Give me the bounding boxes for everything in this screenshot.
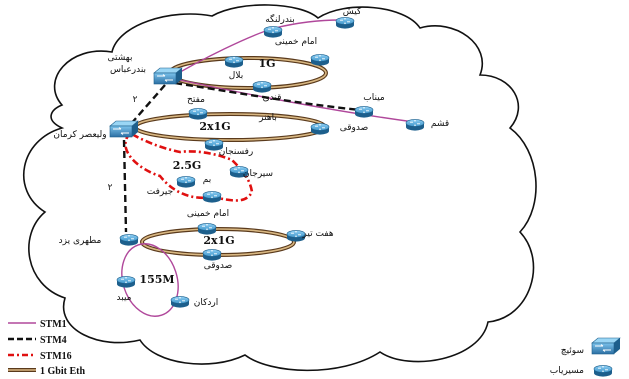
switches	[109, 67, 183, 138]
link-bandarabbas-minab	[174, 81, 361, 112]
router-moftah	[188, 107, 208, 121]
label-emamkhomeini-lower: امام خمینی	[187, 209, 229, 219]
router-emamkhomeini-top	[310, 53, 330, 67]
label-sadooghi-bottom: صدوقی	[204, 261, 233, 271]
router-ardakan	[170, 295, 190, 309]
label-kish: کیش	[343, 7, 362, 17]
router-jiroft	[176, 175, 196, 189]
legend-label-stm16: STM16	[40, 351, 72, 362]
legend-switch-icon	[591, 337, 621, 355]
legend-label-router: مسیریاب	[550, 366, 584, 376]
legend-label-gbit: 1 Gbit Eth	[40, 366, 85, 377]
link-bandarabbas-kerman	[129, 84, 166, 126]
ring-155m	[121, 243, 179, 317]
router-meybod	[116, 275, 136, 289]
label-motahari-yazd: مطهری یزد	[59, 236, 102, 246]
label-qeshm: قشم	[431, 119, 449, 129]
label-bandarlengeh: بندرلنگه	[265, 13, 295, 25]
label-emamkhomeini-top: امام خمینی	[275, 37, 317, 47]
label-ring-2x1g-bottom: 2x1G	[203, 234, 234, 247]
stm4-links	[122, 81, 361, 233]
router-qeshm	[405, 118, 425, 132]
label-sadooghi-mid: صدوقی	[340, 123, 369, 133]
ring-stm16	[124, 131, 254, 202]
node-labels: کیش بندرلنگه امام خمینی بهشتی بندرعباس ب…	[53, 7, 449, 308]
label-minab: میناب	[363, 93, 385, 103]
legend-label-switch: سوئیچ	[561, 346, 584, 356]
switch-kerman	[109, 120, 139, 138]
label-ring-155m: 155M	[139, 273, 174, 286]
label-stm4-count-top: ۲	[133, 95, 138, 105]
label-valiasr-kerman: ولیعصر کرمان	[53, 130, 106, 140]
label-behshti-line1: بهشتی	[108, 53, 133, 63]
router-motaharyazd	[119, 233, 139, 247]
legend: STM1 STM4 STM16 1 Gbit Eth سوئیچ مسیریاب	[8, 319, 621, 378]
label-sirjan: سیرجان	[243, 169, 273, 179]
legend-router-icon	[593, 364, 613, 378]
router-bolal	[224, 55, 244, 69]
router-bam	[202, 190, 222, 204]
router-minab	[354, 105, 374, 119]
label-meybod: میبد	[117, 293, 132, 303]
switch-bandarabbas	[153, 67, 183, 85]
label-rafsanjan: رفسنجان	[219, 147, 254, 157]
legend-label-stm1: STM1	[40, 319, 67, 330]
link-kerman-yazd	[122, 139, 128, 233]
label-ghandi: قندی	[263, 93, 282, 103]
label-ring-2-5g: 2.5G	[173, 159, 202, 172]
label-haft-tir: هفت تیر	[301, 229, 333, 239]
legend-label-stm4: STM4	[40, 335, 67, 346]
link-labels: 1G 2x1G 2.5G 2x1G 155M ۲ ۲	[108, 57, 276, 286]
cloud-outline	[22, 4, 537, 372]
label-behshti-line2: بندرعباس	[110, 65, 146, 75]
router-sadooghi-bottom	[202, 248, 222, 262]
label-jiroft: جیرفت	[147, 187, 173, 197]
link-bandarlengeh-kish	[274, 19, 341, 29]
router-kish	[335, 16, 355, 30]
router-sadooghi-mid	[310, 122, 330, 136]
label-ardakan: اردکان	[194, 298, 219, 308]
label-bolal: بلال	[229, 71, 243, 81]
router-emamkhomeini-lower	[197, 222, 217, 236]
label-stm4-count-side: ۲	[108, 183, 113, 193]
link-bandarabbas-bandarlengeh	[169, 27, 276, 79]
label-bahonar: باهنر	[258, 113, 277, 123]
label-ring-1g: 1G	[258, 57, 275, 70]
link-bandarabbas-qeshm	[169, 77, 415, 123]
router-bandarlengeh	[263, 25, 283, 39]
router-ghandi	[252, 80, 272, 94]
label-bam: بم	[203, 175, 212, 185]
label-ring-2x1g-mid: 2x1G	[199, 120, 230, 133]
label-moftah: مفتح	[187, 95, 205, 105]
